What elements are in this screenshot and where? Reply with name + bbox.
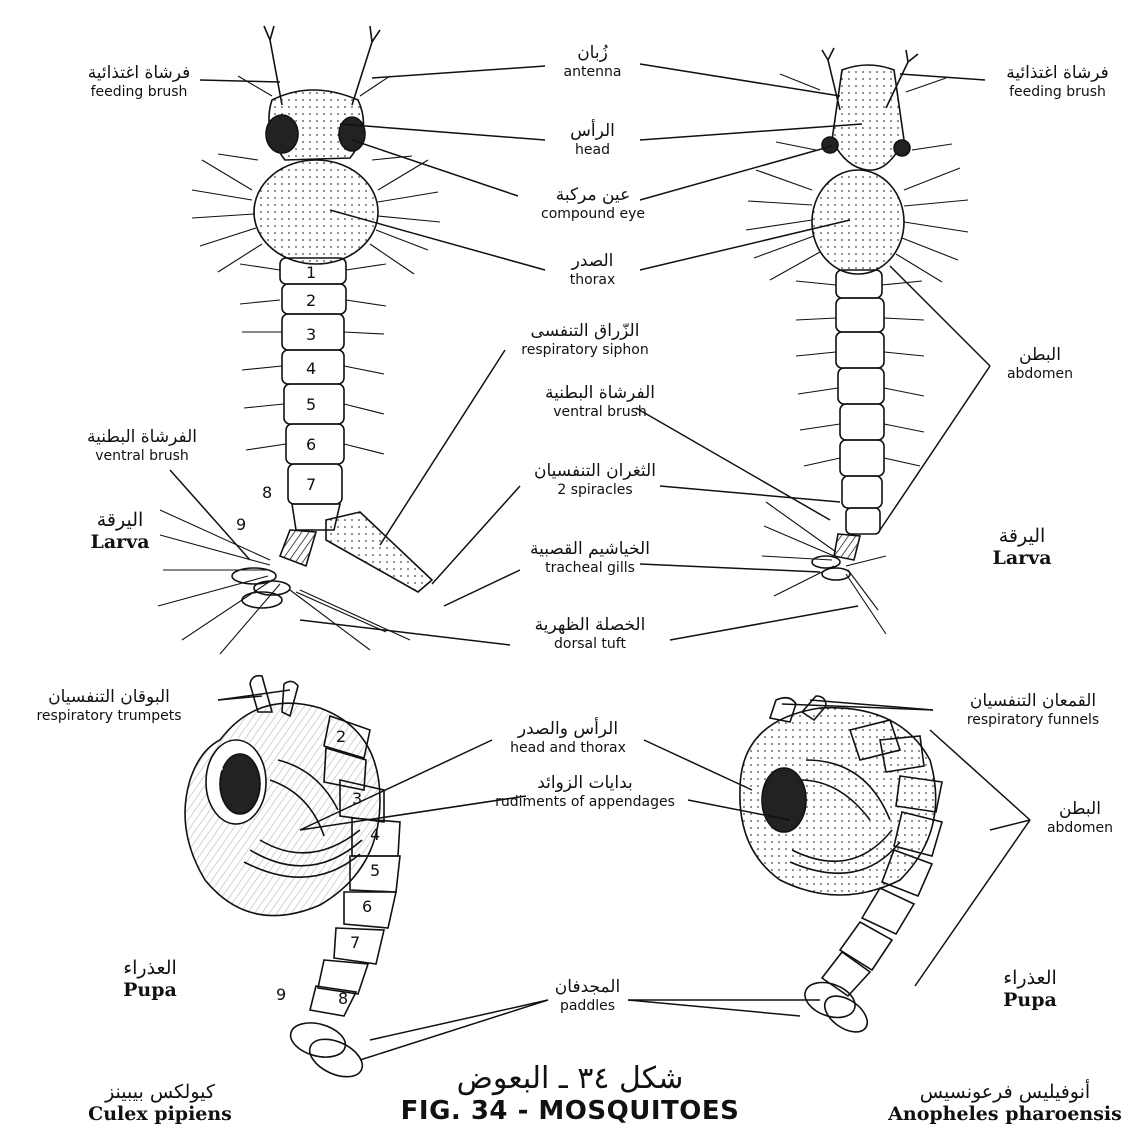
- label-larva-right: اليرقة Larva: [952, 526, 1092, 570]
- label-tracheal-gills: الخياشيم القصبية tracheal gills: [510, 540, 670, 576]
- pupa-segment-2: 2: [336, 727, 346, 746]
- larva-segment-9: 9: [236, 515, 246, 534]
- label-feeding-brush-left: فرشاة اغتذائية feeding brush: [78, 64, 200, 100]
- label-head: الرأس head: [545, 122, 640, 158]
- label-dorsal-tuft: الخصلة الظهرية dorsal tuft: [510, 616, 670, 652]
- pupa-segment-4: 4: [370, 825, 380, 844]
- label-head-and-thorax: الرأس والصدر head and thorax: [492, 720, 644, 756]
- larva-segment-7: 7: [306, 475, 316, 494]
- larva-segment-3: 3: [306, 325, 316, 344]
- label-ventral-brush-left: الفرشاة البطنية ventral brush: [72, 428, 212, 464]
- label-antenna: زُبان antenna: [545, 44, 640, 80]
- label-feeding-brush-right: فرشاة اغتذائية feeding brush: [985, 64, 1130, 100]
- pupa-segment-6: 6: [362, 897, 372, 916]
- larva-segment-6: 6: [306, 435, 316, 454]
- label-ventral-brush-center: الفرشاة البطنية ventral brush: [530, 384, 670, 420]
- label-respiratory-funnels: القمعان التنفسيان respiratory funnels: [933, 692, 1133, 728]
- larva-segment-1: 1: [306, 263, 316, 282]
- larva-segment-4: 4: [306, 359, 316, 378]
- species-culex: كيولكس بيبينز Culex pipiens: [40, 1082, 280, 1126]
- label-pupa-left: العذراء Pupa: [90, 958, 210, 1002]
- anopheles-pupa: [740, 696, 942, 1039]
- culex-pupa: [185, 676, 400, 1085]
- label-spiracles: الثغران التنفسيان 2 spiracles: [515, 462, 675, 498]
- pupa-segment-3: 3: [352, 789, 362, 808]
- label-paddles: المجدفان paddles: [540, 978, 635, 1014]
- pupa-segment-5: 5: [370, 861, 380, 880]
- anopheles-larva: [746, 48, 968, 634]
- pupa-segment-7: 7: [350, 933, 360, 952]
- figure-caption: شكل ٣٤ ـ البعوض FIG. 34 - MOSQUITOES: [380, 1062, 760, 1126]
- larva-segment-8: 8: [262, 483, 272, 502]
- label-thorax: الصدر thorax: [545, 252, 640, 288]
- larva-segment-2: 2: [306, 291, 316, 310]
- label-pupa-right: العذراء Pupa: [960, 968, 1100, 1012]
- species-anopheles: أنوفيليس فرعونسيس Anopheles pharoensis: [880, 1082, 1130, 1126]
- label-abdomen-pupa: البطن abdomen: [1030, 800, 1130, 836]
- label-respiratory-trumpets: البوقان التنفسيان respiratory trumpets: [4, 688, 214, 724]
- larva-segment-5: 5: [306, 395, 316, 414]
- pupa-segment-8: 8: [338, 989, 348, 1008]
- pupa-segment-9: 9: [276, 985, 286, 1004]
- label-respiratory-siphon: الزّراق التنفسى respiratory siphon: [495, 322, 675, 358]
- label-abdomen-larva: البطن abdomen: [990, 346, 1090, 382]
- label-rudiments: بدايات الزوائد rudiments of appendages: [470, 774, 700, 810]
- culex-larva: [158, 26, 440, 654]
- label-larva-left: اليرقة Larva: [60, 510, 180, 554]
- label-compound-eye: عين مركبة compound eye: [518, 186, 668, 222]
